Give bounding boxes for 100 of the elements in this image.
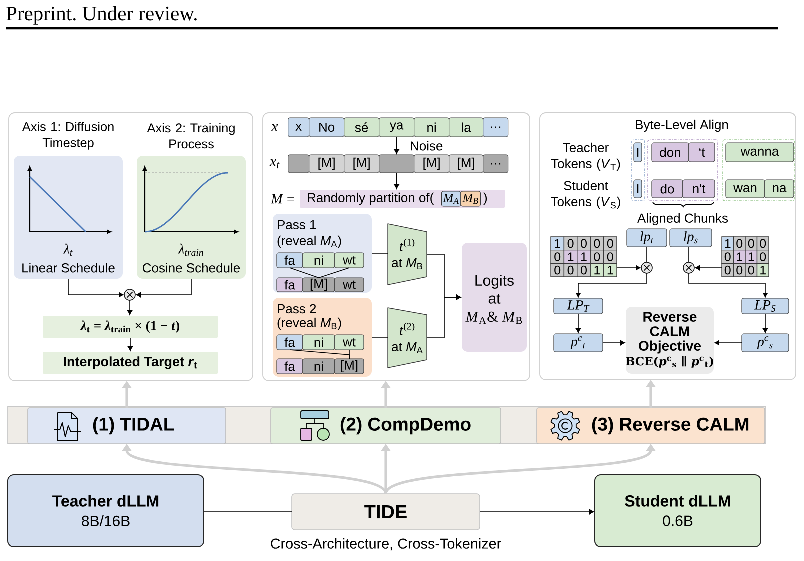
matrix-cell: 0 [564,263,578,278]
token-box: I [634,180,642,198]
multiply-circle [641,262,653,274]
closing-parenthesis: ) [484,192,488,206]
target-box: Interpolated Target r$_{t}$ [43,352,218,374]
token-box: wt [334,334,364,350]
arrow [714,340,742,346]
token-box: ‘t [688,142,716,162]
arrow [68,278,124,298]
token-box: [M] [302,278,336,292]
matrix-cell: 1 [577,250,591,264]
token-box: don [652,142,690,162]
token-box: la [449,118,484,138]
variable-label: x$_{t}$ [270,159,280,169]
matrix-cell: 0 [745,263,758,278]
variable-box: p$^{c}$s [742,334,790,352]
arrow [480,509,594,515]
token-box: … [483,154,509,174]
matrix-cell: 0 [756,250,770,264]
token-box: I [634,142,642,162]
multiply-circle [124,289,136,301]
variable-box: p$^{c}$t [554,334,604,352]
matrix-cell: 0 [722,250,734,264]
arrow [127,300,133,316]
variable-label: x [272,124,278,132]
token-box: fa [276,252,304,268]
token-box: ni [302,334,336,350]
matrix-cell: 1 [550,236,565,251]
matrix-cell: 0 [756,236,770,251]
token-box: [M] [449,154,484,174]
formula-box: λ$_{t}$ = λ$_{train}$ × (1 − t) [43,316,218,338]
token-box: [M] [334,358,364,374]
arrow [128,338,134,352]
logits-box: Logits at M$_{A}$& M$_{B}$ [462,243,527,352]
method-box: TIDE [292,494,480,530]
connector-line [688,246,690,263]
token-box: ni [302,252,336,268]
header-text: Preprint. Under review. [6,6,197,25]
arrow [688,273,768,298]
variable-box: LP$_{S}$ [742,298,790,314]
matrix-cell: 0 [603,250,618,264]
matrix-cell: 0 [722,263,734,278]
caption-text: Cross-Architecture, Cross-Tokenizer [271,538,502,551]
matrix-cell: 1 [590,263,604,278]
variable-box: lp$_{s}$ [670,228,712,248]
token-box: [M] [309,154,345,174]
edge-label: Noise [409,140,444,152]
arrow [426,294,462,338]
connector-line [646,246,648,263]
token-box: fa [276,278,304,292]
axis-heading: Axis 1: Diffusion Timestep [22,122,114,150]
matrix-cell: 0 [590,236,604,251]
method-box: (2) CompDemo [270,408,502,444]
matrix-cell: 0 [733,263,746,278]
arrow [576,273,648,298]
token-box: n't [682,180,716,198]
matrix-cell: 0 [550,250,565,264]
matrix-cell: 0 [733,236,746,251]
token-box [379,154,415,174]
arrow [394,136,400,154]
arrow [602,340,626,346]
matrix-cell: 1 [756,263,770,278]
matrix-cell: 0 [577,236,591,251]
token-box: ya [379,118,415,138]
connector-line [349,350,350,360]
token-box: wanna [726,142,794,162]
plot-panel: λ$_{t}$ Linear Schedule [14,156,123,279]
token-box: x [288,118,310,138]
arrow [616,265,641,271]
token-box: fa [276,334,304,350]
method-box: (1) TIDAL [28,408,226,444]
axis-heading: Axis 2: Training Process [147,123,235,149]
matrix-cell: 0 [550,263,565,278]
token-box: na [764,180,794,198]
arrow [576,314,582,334]
method-box: (3) Reverse CALM [536,408,766,444]
matrix-cell: 0 [745,236,758,251]
arrow [136,278,192,298]
matrix-cell: 1 [603,263,618,278]
token-box: do [652,180,684,198]
token-box: wt [334,278,364,292]
equation-label: M = [271,194,294,204]
trapezoid-block: t$^{(1)}$ at M$_{B}$ [388,224,428,286]
multiply-circle [683,262,695,274]
matrix-cell: 1 [722,236,734,251]
matrix-cell: 0 [577,263,591,278]
variable-box: M$_{A}$ [441,191,462,207]
token-box: wt [334,252,364,268]
token-box: … [483,118,509,138]
variable-box: lp$_{t}$ [626,228,668,248]
matrix-cell: 1 [564,250,578,264]
connector-line [372,337,388,338]
row-label: Student Tokens (V$_{S}$) [551,180,620,210]
connector-line [372,253,388,254]
model-box: Teacher dLLM 8B/16B [8,474,204,548]
row-label: Teacher Tokens (V$_{T}$) [551,142,620,172]
matrix-cell: 0 [603,236,618,251]
chunk-outline [648,140,718,202]
token-box: wan [726,180,766,198]
model-box: Student dLLM 0.6B [594,474,762,548]
